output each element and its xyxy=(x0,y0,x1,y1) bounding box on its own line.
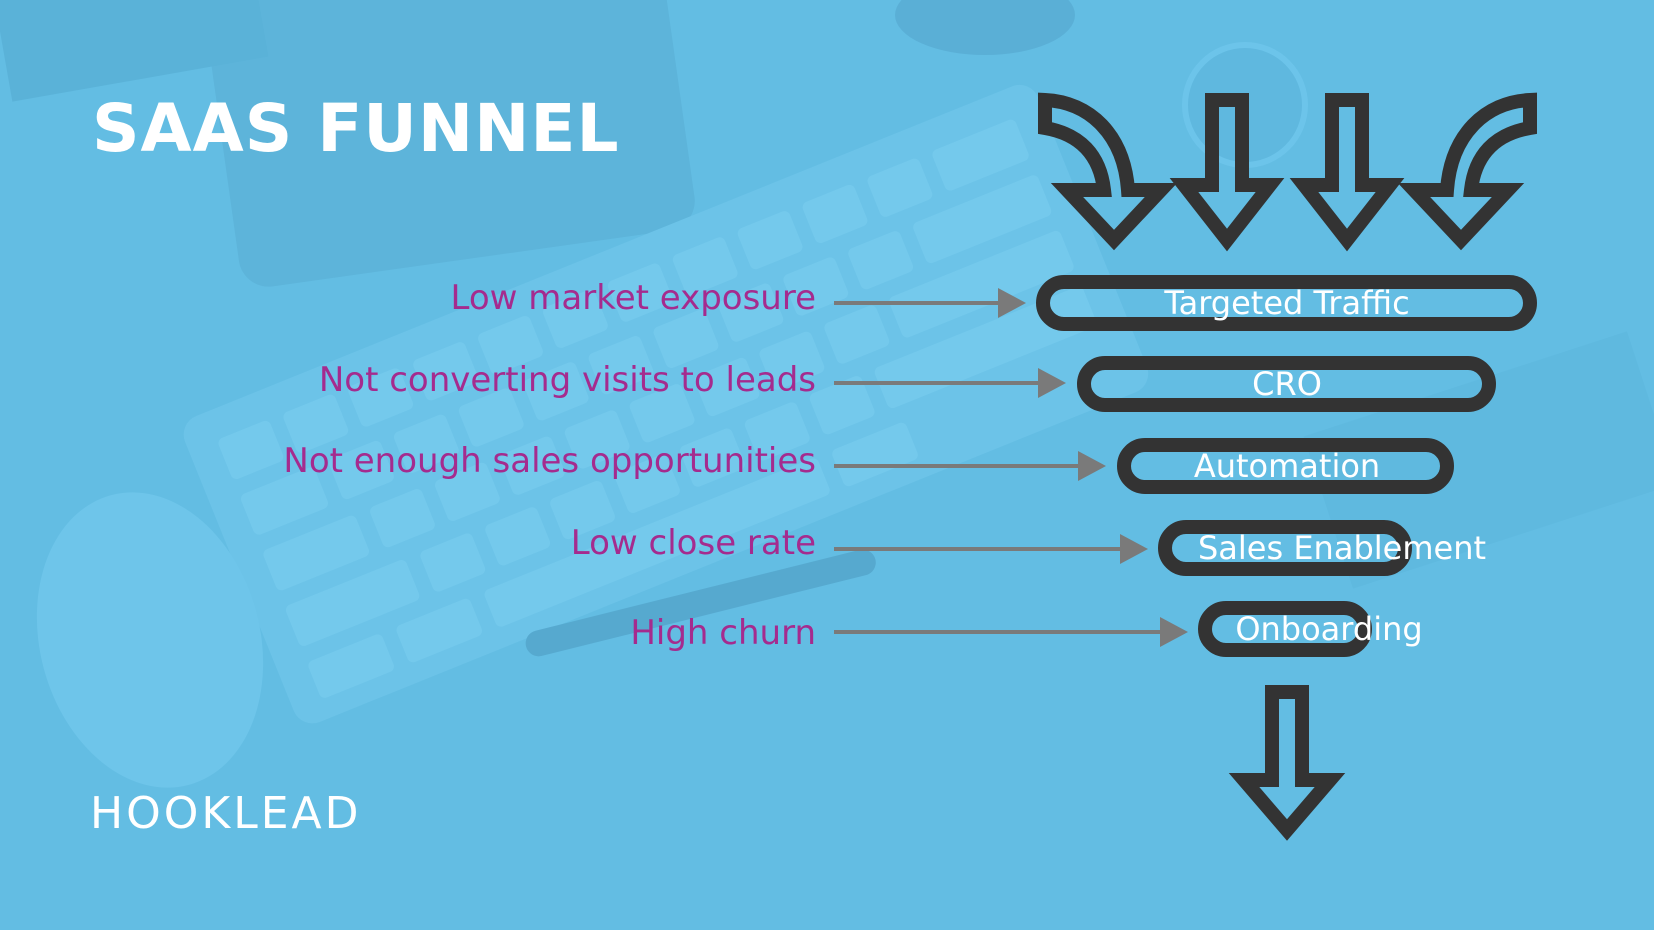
funnel-bar-automation xyxy=(1117,438,1454,494)
stage-onboarding: Onboarding xyxy=(1235,610,1423,648)
curved-arrow-left-icon xyxy=(1397,92,1537,251)
down-arrow-icon xyxy=(1169,93,1285,252)
problem-not-enough-opportunities: Not enough sales opportunities xyxy=(283,441,816,481)
problem-low-close-rate: Low close rate xyxy=(570,523,816,563)
problem-low-market-exposure: Low market exposure xyxy=(450,278,816,318)
output-arrow-icon xyxy=(1228,685,1346,841)
connector-arrow-3 xyxy=(834,451,1106,481)
stage-sales-enablement: Sales Enablement xyxy=(1197,529,1487,567)
stage-targeted-traffic: Targeted Traffic xyxy=(1164,284,1410,322)
curved-arrow-right-icon xyxy=(1038,92,1178,251)
funnel-bar-sales-enablement xyxy=(1158,520,1412,576)
stage-automation: Automation xyxy=(1193,447,1381,485)
funnel-bar-targeted-traffic xyxy=(1036,275,1537,331)
connector-arrow-5 xyxy=(834,617,1188,647)
funnel-bar-onboarding xyxy=(1198,601,1372,657)
hooklead-logo: HOOKLEAD xyxy=(90,788,362,839)
stage-cro: CRO xyxy=(1252,365,1322,403)
problem-high-churn: High churn xyxy=(630,613,816,653)
down-arrow-icon xyxy=(1289,93,1405,252)
connector-arrow-4 xyxy=(834,534,1148,564)
connector-arrow-2 xyxy=(834,368,1066,398)
problem-not-converting-visits: Not converting visits to leads xyxy=(318,360,816,400)
funnel-bar-cro xyxy=(1077,356,1496,412)
connector-arrow-1 xyxy=(834,288,1026,318)
page-title: SAAS FUNNEL xyxy=(92,90,620,167)
